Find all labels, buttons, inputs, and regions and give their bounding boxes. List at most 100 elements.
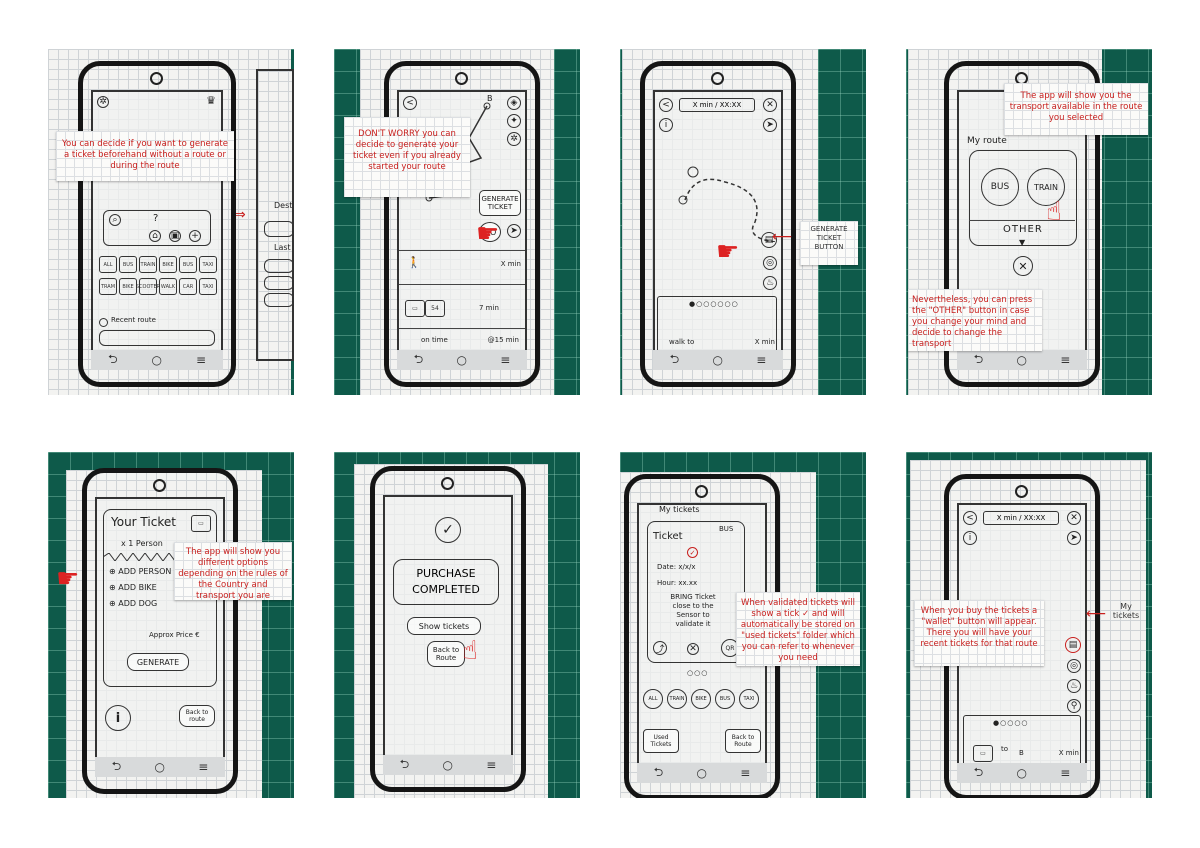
menu-nav-icon[interactable]: ≡ <box>1060 766 1071 780</box>
generate-button[interactable]: GENERATE <box>127 653 189 671</box>
camera-icon <box>711 72 724 85</box>
category-tile[interactable]: TAXI <box>199 278 217 295</box>
pin-icon[interactable]: ⚲ <box>1067 699 1081 713</box>
back-nav-icon[interactable]: ⮌ <box>413 351 424 366</box>
back-nav-icon[interactable]: ⮌ <box>107 351 118 366</box>
category-tile[interactable]: CAR <box>179 278 197 295</box>
share-icon[interactable]: ⤴ <box>653 641 667 655</box>
category-tile[interactable]: BIKE <box>159 256 177 273</box>
home-nav-icon[interactable]: ○ <box>1016 353 1027 367</box>
search-bar[interactable] <box>103 210 211 246</box>
compass-icon[interactable]: ➤ <box>1067 531 1081 545</box>
compass-icon[interactable]: ➤ <box>763 118 777 132</box>
fire-icon[interactable]: ♨ <box>1067 679 1081 693</box>
menu-nav-icon[interactable]: ≡ <box>195 353 207 367</box>
go-button[interactable]: GO <box>479 222 501 242</box>
add-icon[interactable]: + <box>189 230 201 242</box>
settings-icon[interactable]: ✲ <box>97 96 109 108</box>
menu-nav-icon[interactable]: ≡ <box>198 760 209 774</box>
category-tile[interactable]: TRAIN <box>139 256 157 273</box>
eta-label: @15 min <box>487 336 519 344</box>
back-nav-icon[interactable]: ⮌ <box>399 756 410 771</box>
home-nav-icon[interactable]: ○ <box>696 766 707 780</box>
qr-button[interactable]: QR <box>721 639 739 657</box>
category-tile[interactable]: BIKE <box>119 278 137 295</box>
home-nav-icon[interactable]: ○ <box>456 353 467 367</box>
phone-screen[interactable]: < X min / XX:XX ✕ i ➤ ▤ ◎ ♨ ●○○○○○○ walk… <box>653 90 783 358</box>
home-nav-icon[interactable]: ○ <box>154 760 165 774</box>
category-tile[interactable]: BUS <box>179 256 197 273</box>
storyboard-frame-6: ✓ PURCHASE COMPLETED Show tickets Back t… <box>334 452 580 798</box>
location-icon[interactable]: ◎ <box>763 256 777 270</box>
category-tile[interactable]: WALK <box>159 278 177 295</box>
back-nav-icon[interactable]: ⮌ <box>111 758 122 773</box>
menu-nav-icon[interactable]: ≡ <box>1060 353 1071 367</box>
back-nav-icon[interactable]: ⮌ <box>653 764 664 779</box>
category-tile[interactable]: SCOOTER <box>136 278 160 295</box>
phone-screen[interactable]: Your Ticket ▭ x 1 Person ⊕ ADD PERSON ⊕ … <box>95 497 225 765</box>
back-nav-icon[interactable]: ⮌ <box>973 764 984 779</box>
category-tile[interactable]: ALL <box>99 256 117 273</box>
back-nav-icon[interactable]: ⮌ <box>669 351 680 366</box>
back-to-route-button[interactable]: Back to Route <box>725 729 761 753</box>
phone-screen[interactable]: ✓ PURCHASE COMPLETED Show tickets Back t… <box>383 495 513 763</box>
info-icon[interactable]: i <box>963 531 977 545</box>
add-dog-option[interactable]: ⊕ ADD DOG <box>109 599 158 608</box>
filter-chip[interactable]: BUS <box>715 689 735 709</box>
search-icon[interactable]: ⌕ <box>109 214 121 226</box>
filter-chip[interactable]: ALL <box>643 689 663 709</box>
phone-frame: < X min / XX:XX ✕ i ➤ ▤ ◎ ♨ ●○○○○○○ walk… <box>640 61 796 387</box>
compass-icon[interactable]: ✦ <box>507 114 521 128</box>
home-nav-icon[interactable]: ○ <box>1016 766 1027 780</box>
menu-nav-icon[interactable]: ≡ <box>756 353 767 367</box>
generate-ticket-button[interactable]: GENERATE TICKET <box>479 190 521 216</box>
back-icon[interactable]: < <box>963 511 977 525</box>
back-nav-icon[interactable]: ⮌ <box>973 351 984 366</box>
used-tickets-button[interactable]: Used Tickets <box>643 729 679 753</box>
wallet-button-icon[interactable]: ▤ <box>1065 637 1081 653</box>
back-icon[interactable]: < <box>659 98 673 112</box>
category-tile[interactable]: BUS <box>119 256 137 273</box>
back-icon[interactable]: < <box>403 96 417 110</box>
menu-nav-icon[interactable]: ≡ <box>486 758 497 772</box>
home-nav-icon[interactable]: ○ <box>151 353 163 367</box>
bus-option-button[interactable]: BUS <box>981 168 1019 206</box>
category-tile[interactable]: TAXI <box>199 256 217 273</box>
filter-chip[interactable]: TRAIN <box>667 689 687 709</box>
close-icon[interactable]: ✕ <box>1013 256 1033 276</box>
filter-chip[interactable]: BIKE <box>691 689 711 709</box>
recent-route-label[interactable]: Recent route <box>111 316 156 324</box>
other-button[interactable]: OTHER <box>1003 224 1043 235</box>
menu-nav-icon[interactable]: ≡ <box>500 353 511 367</box>
train-option-button[interactable]: TRAIN <box>1027 168 1065 206</box>
layers-icon[interactable]: ◈ <box>507 96 521 110</box>
recent-route-bar[interactable] <box>99 330 215 346</box>
info-icon[interactable]: i <box>659 118 673 132</box>
home-icon[interactable]: ⌂ <box>149 230 161 242</box>
step2-minutes: 7 min <box>479 304 499 312</box>
category-tile[interactable]: TRAM <box>99 278 117 295</box>
info-icon[interactable]: i <box>105 705 131 731</box>
close-icon[interactable]: ✕ <box>763 98 777 112</box>
side-row <box>264 293 294 307</box>
add-person-option[interactable]: ⊕ ADD PERSON <box>109 567 172 576</box>
side-row <box>264 221 294 237</box>
back-to-route-button[interactable]: Back to route <box>179 705 215 727</box>
show-tickets-button[interactable]: Show tickets <box>407 617 481 635</box>
add-bike-option[interactable]: ⊕ ADD BIKE <box>109 583 157 592</box>
close-icon[interactable]: ✕ <box>687 643 699 655</box>
home-nav-icon[interactable]: ○ <box>712 353 723 367</box>
fire-icon[interactable]: ♨ <box>763 276 777 290</box>
work-icon[interactable]: ▣ <box>169 230 181 242</box>
crown-icon[interactable]: ♛ <box>206 94 216 107</box>
gear-icon[interactable]: ✲ <box>507 132 521 146</box>
menu-nav-icon[interactable]: ≡ <box>740 766 751 780</box>
close-icon[interactable]: ✕ <box>1067 511 1081 525</box>
location-icon[interactable]: ◎ <box>1067 659 1081 673</box>
recenter-icon[interactable]: ➤ <box>507 224 521 238</box>
filter-chip[interactable]: TAXI <box>739 689 759 709</box>
back-to-route-button[interactable]: Back to Route <box>427 641 465 667</box>
wallet-button-icon[interactable]: ▤ <box>761 232 777 248</box>
home-nav-icon[interactable]: ○ <box>442 758 453 772</box>
